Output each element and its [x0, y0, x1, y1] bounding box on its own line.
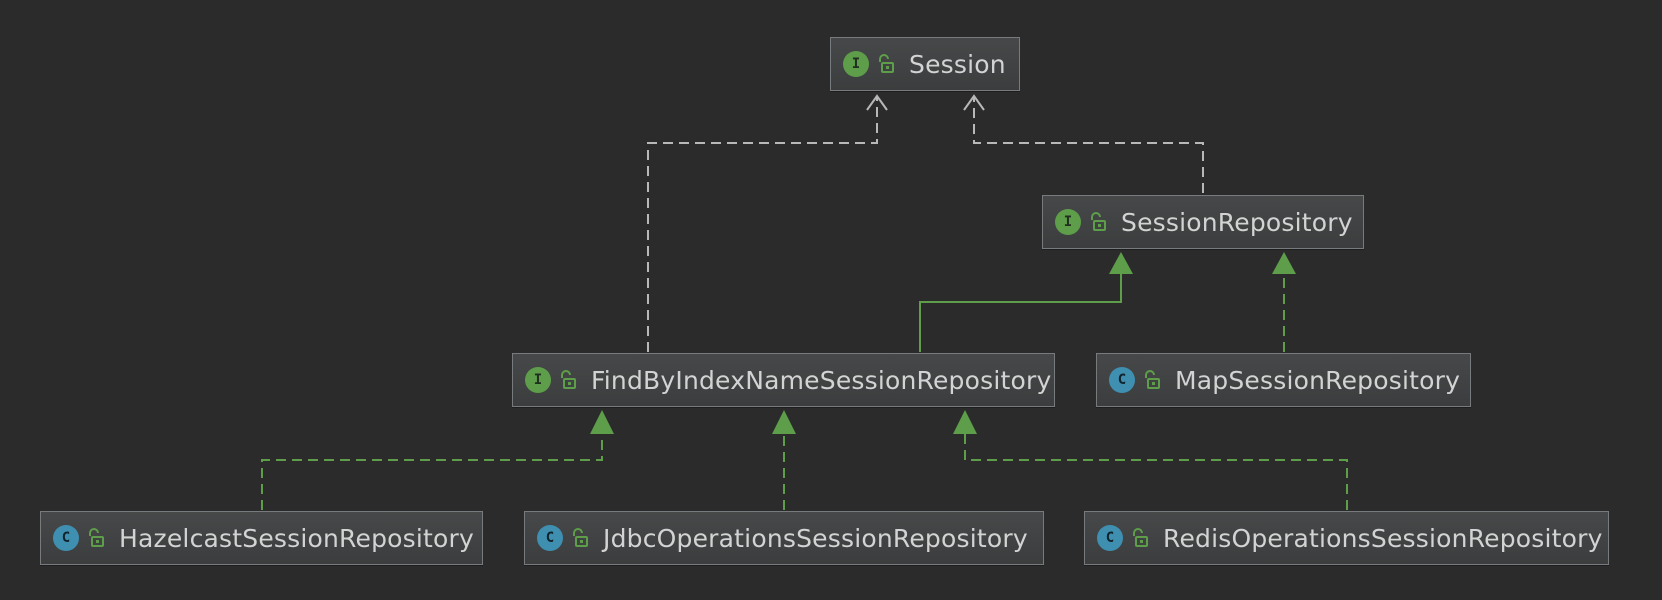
- node-find-by-index-name-session-repository[interactable]: I FindByIndexNameSessionRepository: [512, 353, 1055, 407]
- inheritance-arrow-icon: [1272, 252, 1296, 274]
- inheritance-arrow-icon: [772, 410, 796, 434]
- node-map-session-repository[interactable]: C MapSessionRepository: [1096, 353, 1471, 407]
- node-label: FindByIndexNameSessionRepository: [591, 365, 1052, 395]
- open-lock-icon: [1133, 528, 1148, 547]
- class-badge-icon: C: [1109, 367, 1135, 393]
- node-session-repository[interactable]: I SessionRepository: [1042, 195, 1364, 249]
- open-lock-icon: [561, 370, 576, 389]
- inheritance-arrow-icon: [590, 410, 614, 434]
- node-label: Session: [909, 49, 1006, 79]
- node-label: HazelcastSessionRepository: [119, 523, 474, 553]
- edge-findbyindex-to-session: [647, 98, 878, 352]
- interface-badge-icon: I: [843, 51, 869, 77]
- node-redis-operations-session-repository[interactable]: C RedisOperationsSessionRepository: [1084, 511, 1609, 565]
- edge-sessionrepository-to-session: [973, 98, 1204, 193]
- node-label: SessionRepository: [1121, 207, 1353, 237]
- node-label: MapSessionRepository: [1175, 365, 1461, 395]
- interface-badge-icon: I: [525, 367, 551, 393]
- edge-findbyindex-extends-sessionrepository: [919, 272, 1122, 352]
- interface-badge-icon: I: [1055, 209, 1081, 235]
- open-lock-icon: [1091, 212, 1106, 231]
- class-badge-icon: C: [1097, 525, 1123, 551]
- inheritance-arrow-icon: [953, 410, 977, 434]
- class-badge-icon: C: [537, 525, 563, 551]
- open-lock-icon: [879, 54, 894, 73]
- node-session[interactable]: I Session: [830, 37, 1020, 91]
- edge-hazelcast-implements-findbyindex: [261, 432, 603, 510]
- node-jdbc-operations-session-repository[interactable]: C JdbcOperationsSessionRepository: [524, 511, 1044, 565]
- inheritance-arrow-icon: [1109, 252, 1133, 274]
- open-arrow-icon: [866, 94, 888, 111]
- class-badge-icon: C: [53, 525, 79, 551]
- open-arrow-icon: [963, 94, 985, 111]
- edge-redis-implements-findbyindex: [964, 432, 1348, 510]
- node-label: RedisOperationsSessionRepository: [1163, 523, 1603, 553]
- open-lock-icon: [89, 528, 104, 547]
- open-lock-icon: [1145, 370, 1160, 389]
- open-lock-icon: [573, 528, 588, 547]
- node-label: JdbcOperationsSessionRepository: [603, 523, 1028, 553]
- node-hazelcast-session-repository[interactable]: C HazelcastSessionRepository: [40, 511, 483, 565]
